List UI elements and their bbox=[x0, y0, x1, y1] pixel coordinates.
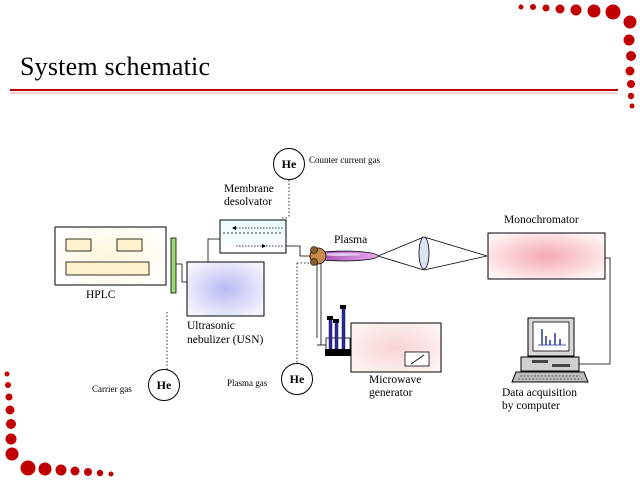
helium-counter-current-source: He bbox=[273, 148, 305, 180]
hplc-label: HPLC bbox=[86, 289, 116, 301]
optical-path bbox=[377, 236, 488, 271]
corner-dots-top-right bbox=[518, 4, 637, 109]
by-computer-label: by computer bbox=[502, 400, 560, 412]
microwave-generator bbox=[350, 322, 442, 373]
data-acquisition-label: Data acquisition bbox=[502, 387, 578, 399]
nebulizer-label: nebulizer (USN) bbox=[187, 334, 264, 346]
connections bbox=[166, 180, 611, 370]
corner-dots-bottom-left bbox=[4, 371, 114, 477]
plasma-label: Plasma bbox=[334, 234, 368, 246]
carrier-gas-label: Carrier gas bbox=[92, 384, 132, 394]
title-underline bbox=[10, 89, 618, 94]
counter-current-gas-label: Counter current gas bbox=[309, 155, 380, 165]
membrane-desolvator bbox=[219, 219, 287, 254]
computer bbox=[511, 317, 589, 383]
desolvator-label: desolvator bbox=[224, 196, 272, 208]
monochromator-label: Monochromator bbox=[504, 214, 579, 226]
page-title: System schematic bbox=[20, 52, 211, 81]
coaxial-connectors bbox=[325, 305, 351, 356]
monochromator bbox=[487, 232, 606, 280]
ultrasonic-nebulizer bbox=[186, 261, 265, 317]
membrane-label: Membrane bbox=[224, 183, 274, 195]
plasma-gas-label: Plasma gas bbox=[227, 378, 268, 388]
plasma-torch bbox=[309, 246, 379, 266]
ultrasonic-label: Ultrasonic bbox=[187, 320, 235, 332]
helium-carrier-source: He bbox=[148, 369, 180, 401]
generator-label: generator bbox=[369, 387, 413, 399]
hplc-unit bbox=[54, 226, 177, 294]
helium-plasma-source: He bbox=[281, 363, 313, 395]
microwave-label: Microwave bbox=[369, 374, 422, 386]
